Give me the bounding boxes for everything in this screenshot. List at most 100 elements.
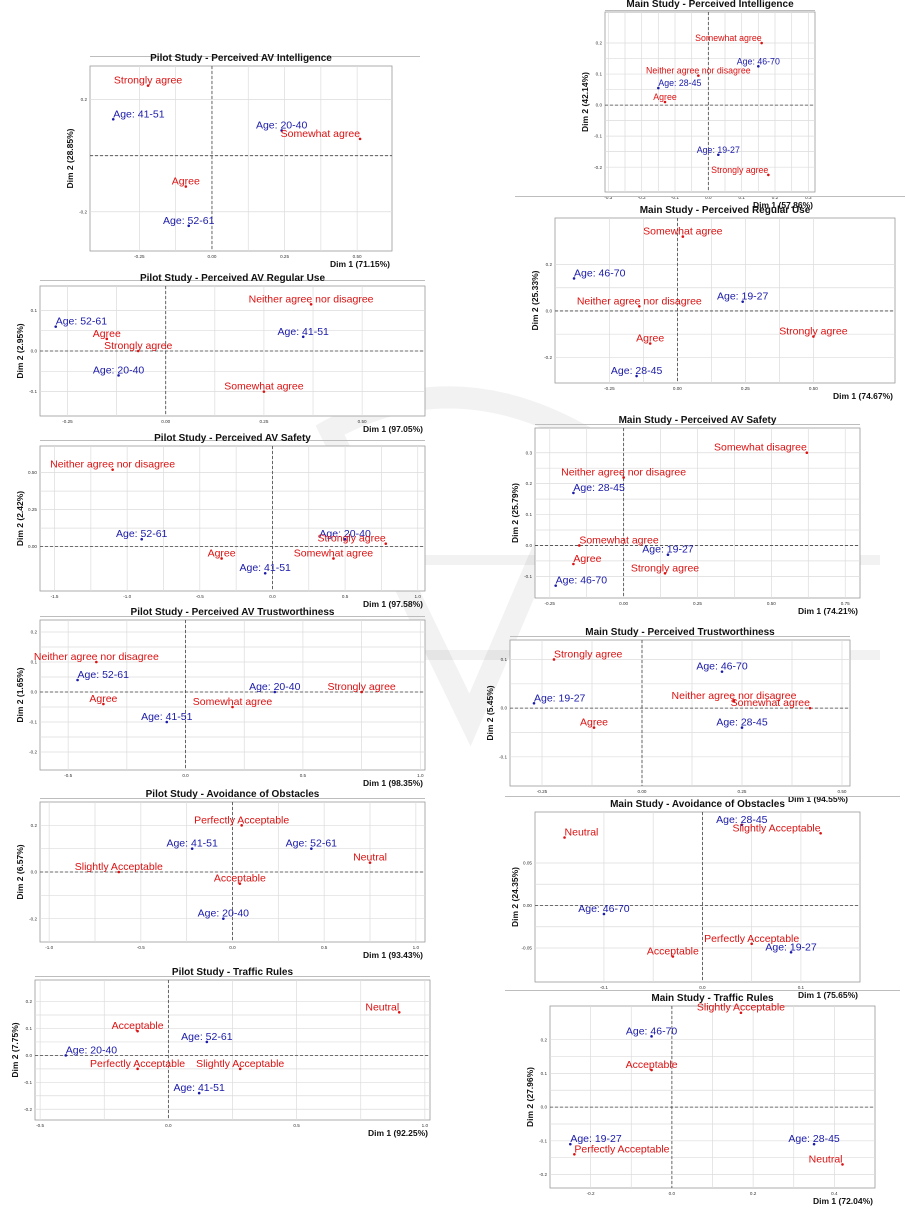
y-tick-label: -0.1 (539, 1138, 547, 1143)
y-tick-label: 0.25 (28, 507, 37, 512)
response-point-marker (136, 1067, 139, 1071)
response-point-marker (117, 870, 121, 874)
x-tick-label: -0.2 (587, 1191, 595, 1196)
chart-title: Pilot Study - Avoidance of Obstacles (145, 789, 320, 800)
response-point-label: Somewhat disagree (714, 442, 807, 454)
age-group-point-label: Age: 20-40 (319, 528, 371, 540)
y-tick-label: -0.2 (79, 209, 87, 214)
y-tick-label: 0.2 (31, 630, 38, 635)
response-point-label: Slightly Acceptable (732, 822, 820, 834)
x-axis-label: Dim 1 (97.05%) (363, 424, 423, 434)
y-tick-label: 0.0 (596, 103, 603, 108)
response-point-label: Acceptable (626, 1059, 678, 1071)
age-group-point-marker (64, 1054, 68, 1057)
age-group-point-label: Age: 20-40 (256, 119, 308, 131)
response-point-marker (95, 660, 98, 664)
title-rule (90, 56, 420, 57)
age-group-point-label: Age: 28-45 (788, 1133, 840, 1145)
response-point-marker (663, 571, 667, 575)
response-point-label: Slightly Acceptable (697, 1002, 785, 1014)
y-tick-label: -0.1 (29, 389, 37, 394)
age-group-point-label: Age: 41-51 (278, 326, 330, 338)
y-tick-label: 0.1 (31, 308, 38, 313)
age-group-point-label: Age: 46-70 (737, 56, 780, 66)
age-group-point-marker (741, 300, 744, 303)
x-tick-label: -0.25 (545, 601, 556, 606)
response-point-marker (368, 861, 372, 864)
x-tick-label: -0.5 (196, 594, 204, 599)
response-point-label: Slightly Acceptable (196, 1058, 284, 1070)
age-group-point-marker (650, 1035, 653, 1038)
response-point-label: Strongly agree (327, 681, 395, 693)
y-tick-label: 0.2 (31, 823, 38, 828)
y-axis-label: Dim 2 (5.45%) (485, 685, 495, 740)
x-tick-label: 0.25 (693, 601, 702, 606)
age-group-point-label: Age: 41-51 (113, 108, 165, 120)
age-group-point-label: Age: 41-51 (240, 562, 292, 574)
x-tick-label: 1.0 (417, 773, 424, 778)
x-tick-label: 1.0 (413, 945, 420, 950)
x-tick-label: -0.5 (137, 945, 145, 950)
y-axis-label: Dim 2 (27.96%) (525, 1067, 535, 1127)
x-tick-label: 0.0 (699, 985, 706, 990)
x-tick-label: 0.1 (738, 195, 745, 200)
y-tick-label: 0.0 (31, 870, 38, 875)
response-point-marker (767, 173, 770, 177)
y-tick-label: -0.1 (29, 720, 37, 725)
chart-title: Main Study - Perceived Regular Use (639, 205, 811, 216)
y-tick-label: 0.0 (26, 1053, 33, 1058)
response-point-marker (732, 699, 736, 703)
y-axis-label: Dim 2 (2.42%) (15, 491, 25, 546)
age-group-point-marker (717, 153, 720, 157)
response-point-marker (697, 74, 700, 77)
pilot-intelligence-chart: Pilot Study - Perceived AV Intelligence-… (60, 48, 420, 269)
x-axis-label: Dim 1 (92.25%) (368, 1128, 428, 1138)
x-tick-label: -0.25 (134, 254, 145, 259)
age-group-point-label: Age: 41-51 (166, 838, 218, 850)
response-point-marker (136, 1029, 139, 1033)
age-group-point-marker (657, 86, 660, 90)
title-rule (605, 10, 815, 11)
response-point-marker (136, 349, 140, 353)
response-point-label: Strongly agree (317, 533, 385, 545)
title-rule (510, 636, 850, 637)
y-tick-label: -0.1 (594, 134, 602, 139)
response-point-label: Perfectly Acceptable (704, 933, 799, 945)
response-point-label: Agree (580, 717, 608, 729)
chart-title: Main Study - Traffic Rules (651, 993, 774, 1004)
x-tick-label: -0.1 (671, 195, 679, 200)
response-point-label: Agree (653, 92, 677, 102)
response-point-label: Neither agree nor disagree (561, 466, 686, 478)
x-tick-label: 0.0 (165, 1123, 172, 1128)
response-point-marker (102, 702, 105, 706)
response-point-label: Somewhat agree (695, 33, 762, 43)
age-group-point-label: Age: 19-27 (697, 145, 740, 155)
response-point-label: Perfectly Acceptable (90, 1058, 185, 1070)
chart-title: Pilot Study - Traffic Rules (171, 967, 294, 978)
x-tick-label: 0.5 (342, 594, 349, 599)
y-tick-label: 0.0 (546, 309, 553, 314)
x-tick-label: 0.2 (750, 1191, 757, 1196)
response-point-marker (650, 1068, 653, 1072)
y-tick-label: -0.1 (24, 1080, 32, 1085)
response-point-marker (638, 305, 641, 308)
age-group-point-marker (572, 491, 575, 495)
x-axis-label: Dim 1 (57.86%) (753, 200, 813, 210)
age-group-point-marker (740, 726, 744, 729)
response-point-marker (681, 235, 685, 238)
plot-area (39, 445, 426, 592)
y-tick-label: -0.05 (522, 946, 533, 951)
response-point-label: Neither agree nor disagree (50, 459, 175, 471)
x-axis-label: Dim 1 (72.04%) (813, 1196, 873, 1206)
y-axis-label: Dim 2 (2.95%) (15, 323, 25, 378)
age-group-point-label: Age: 46-70 (626, 1025, 678, 1037)
y-axis-label: Dim 2 (1.65%) (15, 667, 25, 722)
